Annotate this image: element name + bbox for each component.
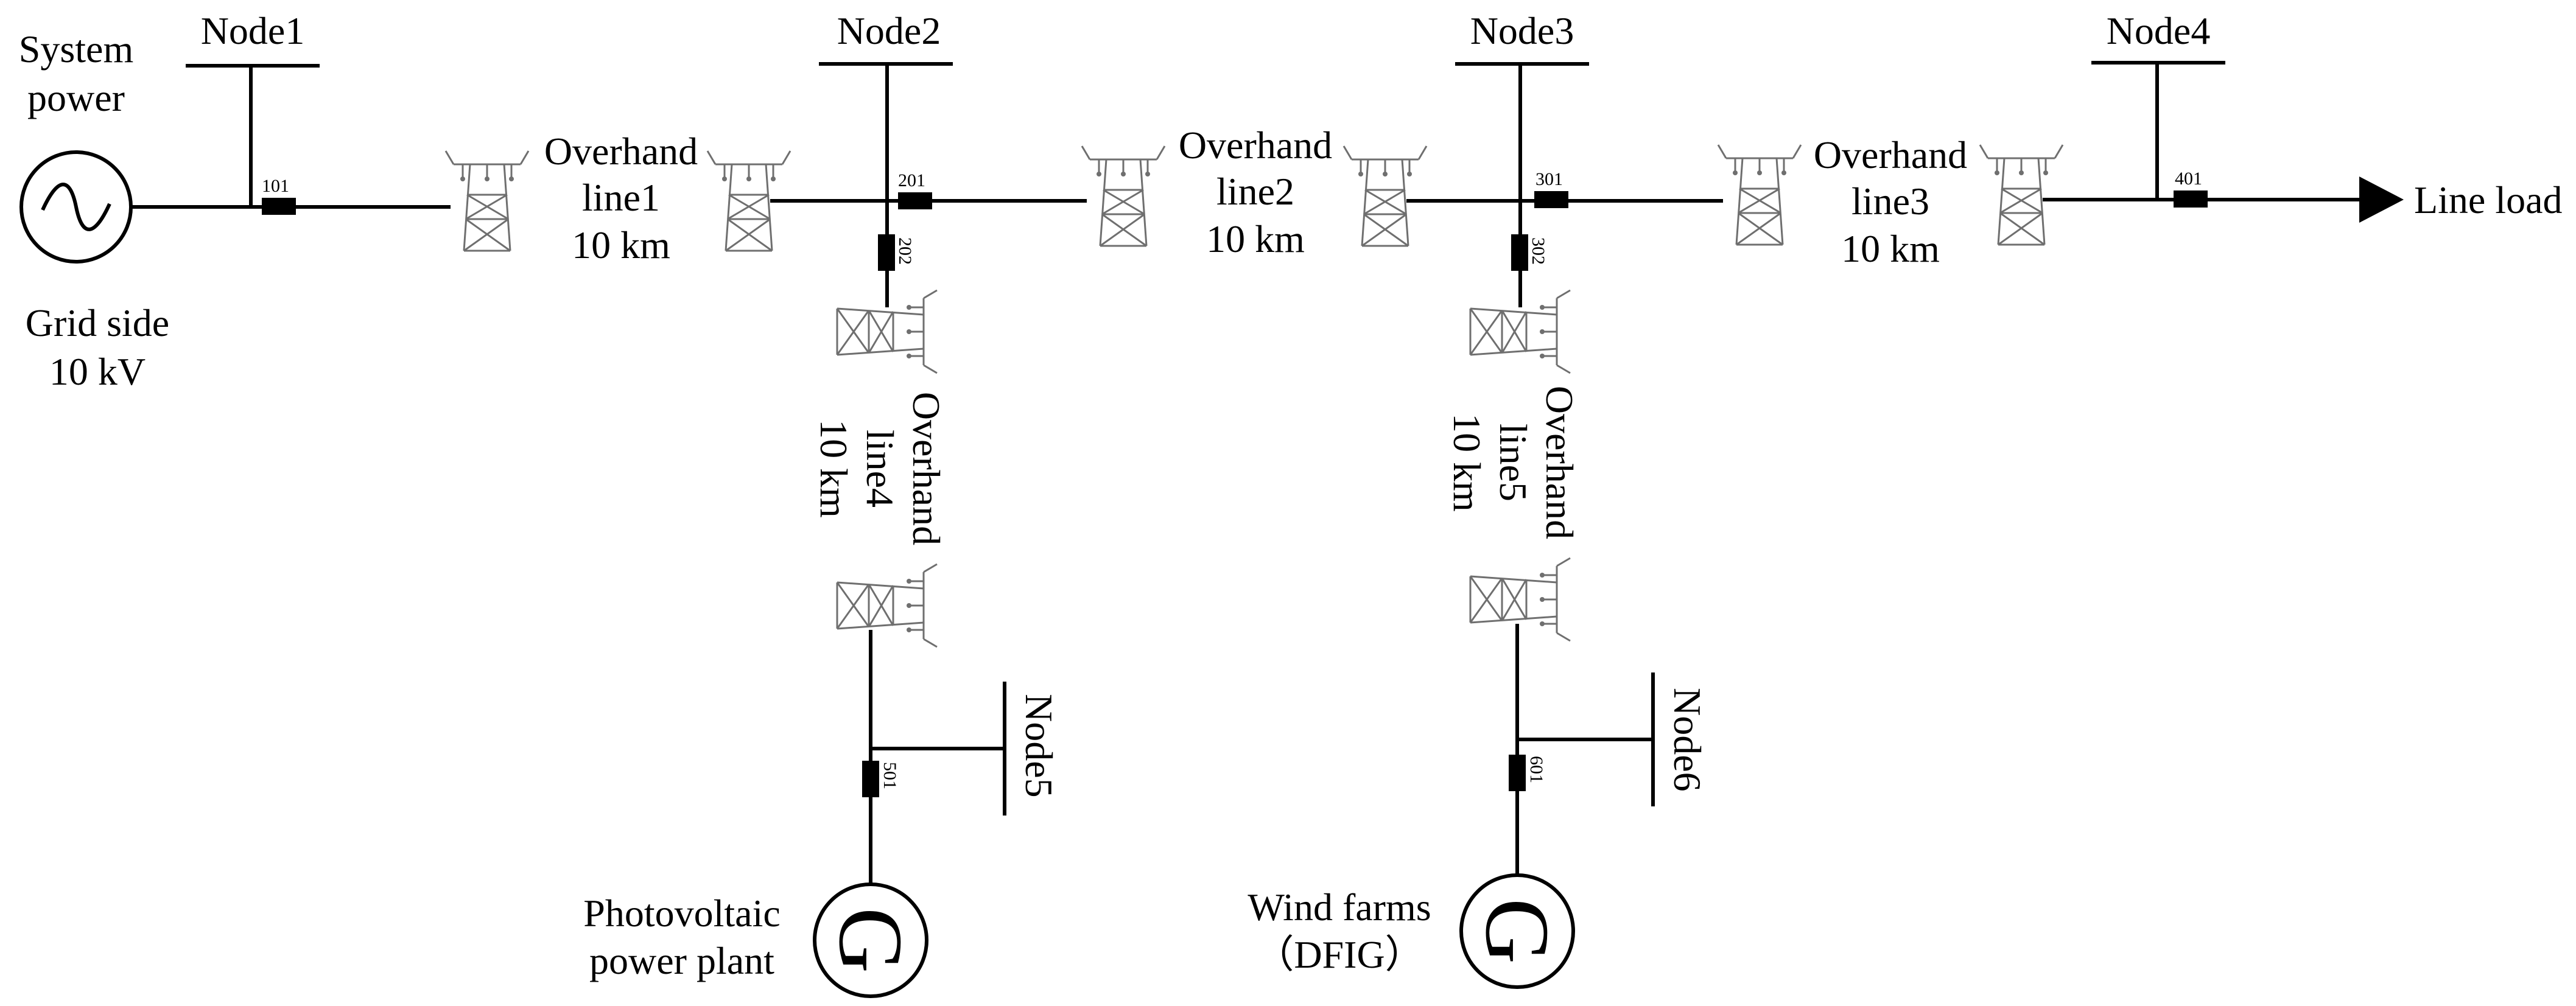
line3-label: Overhand line3 10 km — [1814, 133, 1967, 270]
breaker-101-label: 101 — [262, 176, 289, 196]
node1-label: Node1 — [201, 9, 305, 52]
line3-label-3: 10 km — [1841, 227, 1940, 270]
node5-label: Node5 — [1017, 694, 1061, 798]
node6-label: Node6 — [1666, 688, 1709, 792]
line5-label-2: line5 — [1492, 424, 1535, 501]
line-load-label: Line load — [2414, 178, 2562, 222]
breaker-302 — [1511, 234, 1528, 271]
line4-label-3: 10 km — [812, 419, 855, 518]
breaker-301-label: 301 — [1535, 169, 1563, 189]
tower-line2-end-icon — [1342, 145, 1428, 247]
source-title-line2: power — [27, 76, 125, 119]
line1-label: Overhand line1 10 km — [544, 130, 698, 267]
breaker-101 — [262, 198, 296, 215]
sine-wave-icon — [41, 183, 111, 231]
line1-label-1: Overhand — [544, 130, 698, 173]
tower-line3-end-icon — [1979, 144, 2064, 246]
line1-label-3: 10 km — [572, 223, 670, 267]
line5-label-3: 10 km — [1445, 413, 1489, 512]
breaker-201 — [898, 192, 932, 209]
line4-label-2: line4 — [858, 430, 902, 508]
breaker-202 — [878, 234, 895, 271]
line5-label: Overhand line5 10 km — [1445, 386, 1581, 539]
node4-label: Node4 — [2107, 9, 2211, 52]
breaker-501-label: 501 — [880, 762, 900, 789]
line2-label-1: Overhand — [1179, 124, 1332, 167]
wind-farm-label-2: （DFIG） — [1255, 933, 1423, 976]
grid-side-label: Grid side — [26, 301, 169, 344]
tower-line3-start-icon — [1717, 144, 1802, 246]
wind-farm-label-1: Wind farms — [1248, 885, 1431, 929]
line5-label-1: Overhand — [1538, 386, 1581, 539]
line4-label-1: Overhand — [905, 392, 948, 545]
line2-label: Overhand line2 10 km — [1179, 124, 1332, 260]
wind-generator-glyph: G — [1467, 898, 1568, 964]
breaker-302-label: 302 — [1528, 237, 1548, 265]
tower-line1-start-icon — [444, 150, 530, 252]
breaker-401 — [2174, 190, 2208, 208]
grid-voltage-label: 10 kV — [49, 350, 146, 393]
line4-label: Overhand line4 10 km — [812, 392, 948, 545]
line3-label-2: line3 — [1851, 180, 1929, 223]
node2-label: Node2 — [837, 9, 941, 52]
line2-label-2: line2 — [1216, 170, 1294, 213]
breaker-301 — [1534, 191, 1568, 208]
line3-label-1: Overhand — [1814, 133, 1967, 176]
source-title-line1: System — [19, 27, 133, 71]
breaker-601-label: 601 — [1526, 756, 1546, 783]
line2-label-3: 10 km — [1206, 217, 1305, 260]
pv-plant-label-1: Photovoltaic — [583, 892, 781, 935]
breaker-601 — [1509, 755, 1526, 791]
tower-line5-bottom-icon — [1469, 557, 1571, 642]
line1-label-2: line1 — [582, 176, 660, 219]
tower-line2-start-icon — [1081, 145, 1166, 247]
load-arrow-icon — [2359, 176, 2404, 223]
breaker-501 — [862, 761, 879, 797]
breaker-401-label: 401 — [2175, 169, 2202, 189]
pv-generator-glyph: G — [820, 907, 921, 973]
breaker-201-label: 201 — [898, 170, 925, 190]
breaker-202-label: 202 — [895, 237, 915, 265]
pv-plant-label-2: power plant — [589, 939, 774, 982]
tower-line4-bottom-icon — [836, 563, 938, 648]
node3-label: Node3 — [1470, 9, 1574, 52]
